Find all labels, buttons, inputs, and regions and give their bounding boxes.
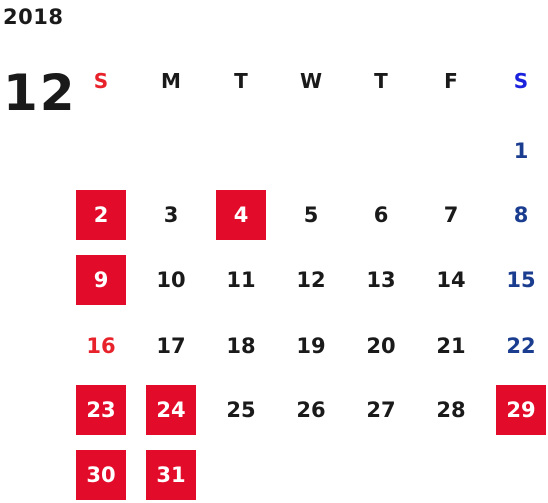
day-5[interactable]: 5	[303, 203, 319, 227]
day-4[interactable]: 4	[216, 190, 266, 240]
day-17[interactable]: 17	[156, 334, 186, 358]
day-24[interactable]: 24	[146, 385, 196, 435]
weekday-header: T	[374, 69, 388, 93]
day-25[interactable]: 25	[226, 398, 256, 422]
day-31[interactable]: 31	[146, 450, 196, 500]
day-27[interactable]: 27	[366, 398, 396, 422]
month-label: 12	[3, 64, 77, 122]
day-21[interactable]: 21	[436, 334, 466, 358]
day-9[interactable]: 9	[76, 255, 126, 305]
day-7[interactable]: 7	[443, 203, 459, 227]
weekday-header: M	[161, 69, 181, 93]
day-30[interactable]: 30	[76, 450, 126, 500]
weekday-header: S	[513, 69, 529, 93]
day-3[interactable]: 3	[163, 203, 179, 227]
weekday-header: W	[299, 69, 323, 93]
year-label: 2018	[3, 5, 64, 29]
weekday-header: T	[234, 69, 248, 93]
day-15[interactable]: 15	[506, 268, 536, 292]
day-16[interactable]: 16	[86, 334, 116, 358]
day-18[interactable]: 18	[226, 334, 256, 358]
day-20[interactable]: 20	[366, 334, 396, 358]
weekday-header: S	[93, 69, 109, 93]
day-10[interactable]: 10	[156, 268, 186, 292]
day-12[interactable]: 12	[296, 268, 326, 292]
day-29[interactable]: 29	[496, 385, 546, 435]
day-26[interactable]: 26	[296, 398, 326, 422]
day-14[interactable]: 14	[436, 268, 466, 292]
day-22[interactable]: 22	[506, 334, 536, 358]
day-11[interactable]: 11	[226, 268, 256, 292]
day-1[interactable]: 1	[513, 139, 529, 163]
day-8[interactable]: 8	[513, 203, 529, 227]
day-6[interactable]: 6	[373, 203, 389, 227]
day-28[interactable]: 28	[436, 398, 466, 422]
day-19[interactable]: 19	[296, 334, 326, 358]
weekday-header: F	[444, 69, 458, 93]
day-2[interactable]: 2	[76, 190, 126, 240]
day-23[interactable]: 23	[76, 385, 126, 435]
day-13[interactable]: 13	[366, 268, 396, 292]
